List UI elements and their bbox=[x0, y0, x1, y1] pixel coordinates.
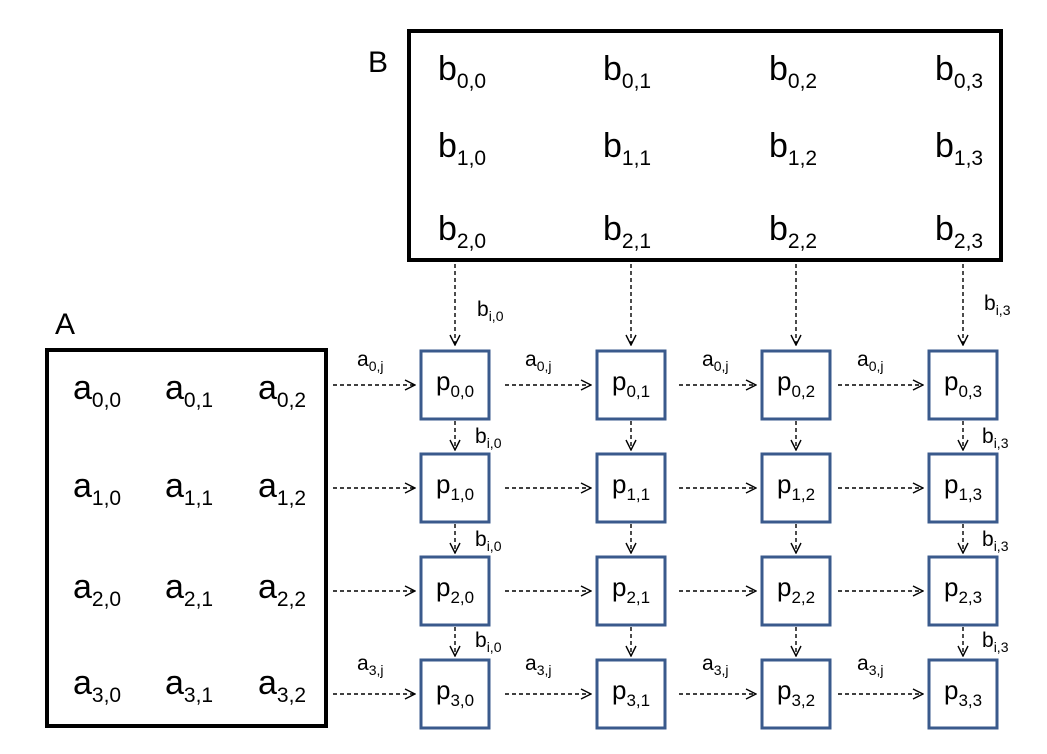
processing-element-label: p0,3 bbox=[944, 366, 982, 401]
processing-element bbox=[595, 658, 667, 730]
processing-element-label: p1,0 bbox=[436, 469, 474, 504]
matrix-b-element: b2,1 bbox=[603, 210, 651, 253]
flow-label-a-row0: a0,j bbox=[857, 348, 883, 374]
processing-element bbox=[927, 658, 999, 730]
flow-label-a-row3: a3,j bbox=[357, 652, 383, 678]
matrix-b-frame bbox=[407, 29, 1003, 262]
processing-element bbox=[595, 555, 667, 627]
flow-label-a-row0: a0,j bbox=[357, 348, 383, 374]
processing-element bbox=[760, 658, 832, 730]
matrix-b-element: b1,2 bbox=[769, 127, 817, 170]
flow-label-a-row0: a0,j bbox=[525, 348, 551, 374]
matrix-b-element: b2,3 bbox=[935, 210, 983, 253]
matrix-b-element: b1,3 bbox=[935, 127, 983, 170]
flow-label-b-col0: bi,0 bbox=[475, 425, 502, 451]
processing-element-label: p1,1 bbox=[612, 469, 650, 504]
processing-element bbox=[595, 452, 667, 524]
processing-element-label: p3,0 bbox=[436, 675, 474, 710]
matrix-b-element: b0,3 bbox=[935, 50, 983, 93]
processing-element bbox=[419, 555, 491, 627]
processing-element bbox=[927, 452, 999, 524]
processing-element bbox=[927, 349, 999, 421]
matrix-b-element: b2,0 bbox=[438, 210, 486, 253]
flow-label-b-col0: bi,0 bbox=[475, 528, 502, 554]
processing-element bbox=[419, 452, 491, 524]
flow-label-b-col0: bi,0 bbox=[477, 298, 504, 324]
matrix-b-element: b1,0 bbox=[438, 127, 486, 170]
processing-element-label: p2,2 bbox=[777, 572, 815, 607]
matrix-a-element: a2,2 bbox=[258, 568, 306, 611]
matrix-a-element: a2,0 bbox=[73, 568, 121, 611]
matrix-b-element: b0,1 bbox=[603, 50, 651, 93]
matrix-b-element: b0,2 bbox=[769, 50, 817, 93]
flow-label-b-col3: bi,3 bbox=[982, 425, 1009, 451]
processing-element bbox=[927, 555, 999, 627]
matrix-a-element: a0,2 bbox=[258, 369, 306, 412]
matrix-a-element: a3,2 bbox=[258, 664, 306, 707]
processing-element bbox=[760, 349, 832, 421]
matrix-a-element: a1,2 bbox=[258, 467, 306, 510]
processing-element bbox=[595, 349, 667, 421]
processing-element-label: p3,3 bbox=[944, 675, 982, 710]
processing-element-label: p0,2 bbox=[777, 366, 815, 401]
matrix-b-element: b0,0 bbox=[438, 50, 486, 93]
matrix-b-element: b2,2 bbox=[769, 210, 817, 253]
processing-element-label: p1,3 bbox=[944, 469, 982, 504]
processing-element-label: p1,2 bbox=[777, 469, 815, 504]
matrix-a-element: a1,0 bbox=[73, 467, 121, 510]
flow-label-b-col3: bi,3 bbox=[982, 528, 1009, 554]
processing-element-label: p3,1 bbox=[612, 675, 650, 710]
matrix-a-label: A bbox=[55, 308, 75, 341]
matrix-b-element: b1,1 bbox=[603, 127, 651, 170]
processing-element-label: p3,2 bbox=[777, 675, 815, 710]
flow-label-b-col3: bi,3 bbox=[984, 292, 1011, 318]
flow-label-b-col3: bi,3 bbox=[982, 629, 1009, 655]
flow-label-a-row0: a0,j bbox=[702, 348, 728, 374]
matrix-a-element: a3,1 bbox=[165, 664, 213, 707]
processing-element bbox=[760, 555, 832, 627]
processing-element bbox=[419, 349, 491, 421]
processing-element-label: p2,0 bbox=[436, 572, 474, 607]
processing-element-label: p2,3 bbox=[944, 572, 982, 607]
flow-label-a-row3: a3,j bbox=[702, 652, 728, 678]
processing-element bbox=[419, 658, 491, 730]
matrix-a-element: a2,1 bbox=[165, 568, 213, 611]
flow-label-a-row3: a3,j bbox=[525, 652, 551, 678]
matrix-a-element: a0,1 bbox=[165, 369, 213, 412]
flow-label-b-col0: bi,0 bbox=[475, 629, 502, 655]
matrix-a-element: a0,0 bbox=[73, 369, 121, 412]
processing-element-label: p0,1 bbox=[612, 366, 650, 401]
matrix-b-label: B bbox=[368, 46, 388, 79]
processing-element-label: p0,0 bbox=[436, 366, 474, 401]
processing-element-label: p2,1 bbox=[612, 572, 650, 607]
processing-element bbox=[760, 452, 832, 524]
matrix-a-element: a1,1 bbox=[165, 467, 213, 510]
flow-label-a-row3: a3,j bbox=[857, 652, 883, 678]
matrix-a-frame bbox=[45, 348, 328, 728]
matrix-a-element: a3,0 bbox=[73, 664, 121, 707]
